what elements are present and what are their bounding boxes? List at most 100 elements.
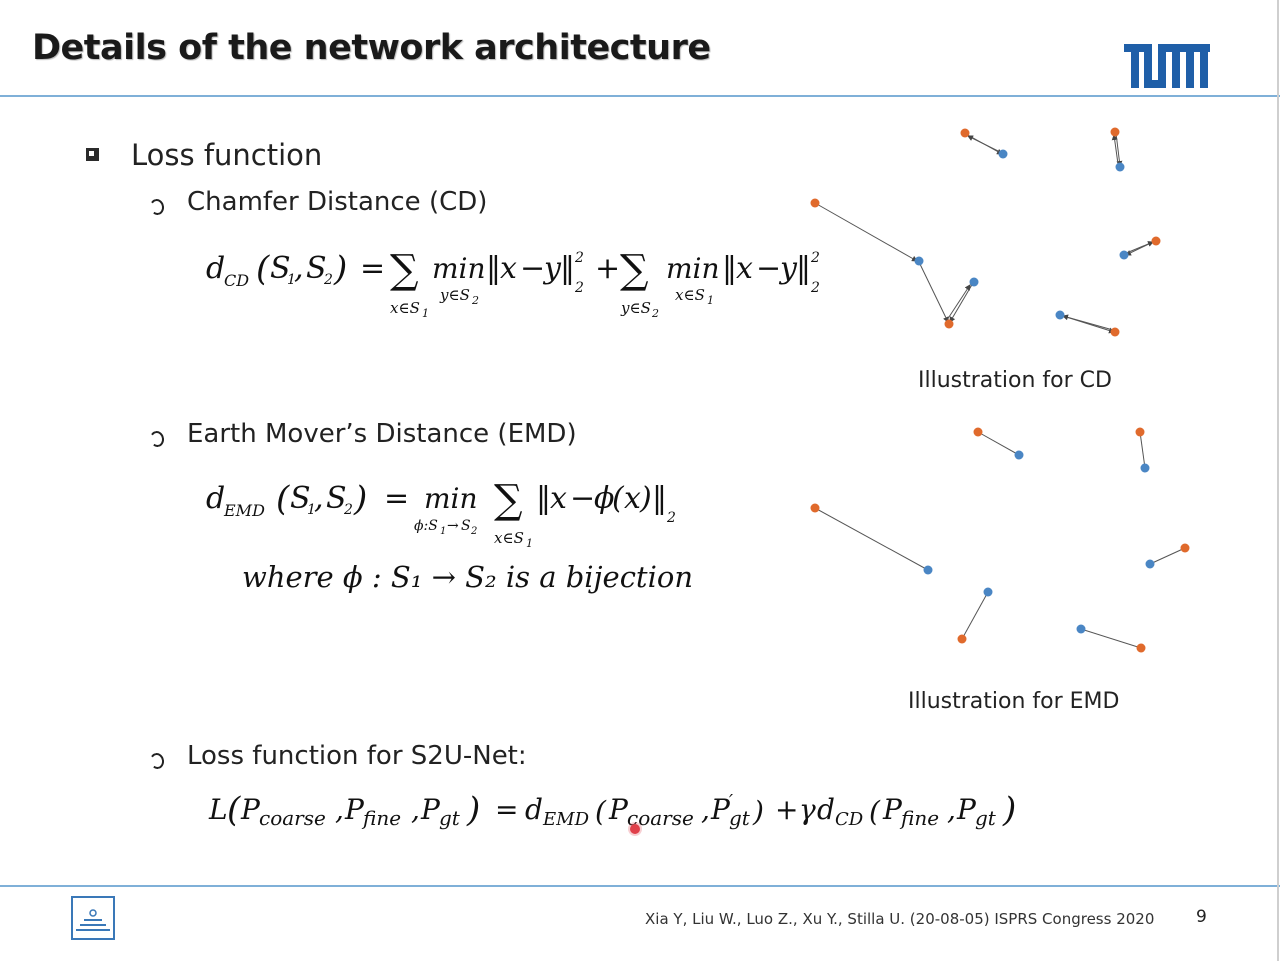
svg-text:gt: gt — [729, 806, 751, 830]
svg-text:,: , — [701, 793, 710, 826]
svg-text:1: 1 — [422, 307, 429, 320]
svg-text:‖: ‖ — [652, 481, 667, 516]
svg-text:y: y — [778, 251, 798, 286]
svg-text:gt: gt — [439, 806, 461, 830]
svg-text:): ) — [353, 479, 367, 519]
svg-text:‖: ‖ — [536, 481, 551, 516]
svg-text:1: 1 — [287, 272, 296, 288]
svg-text:+: + — [775, 793, 798, 826]
svg-text:+: + — [595, 251, 620, 286]
svg-text:‖: ‖ — [722, 251, 737, 286]
page-number: 9 — [1196, 907, 1207, 927]
svg-text:∑: ∑ — [390, 247, 419, 293]
tum-logo — [1124, 44, 1210, 88]
svg-text:d: d — [525, 793, 543, 826]
svg-text:P: P — [956, 793, 977, 826]
svg-text:d: d — [817, 793, 835, 826]
svg-text:1: 1 — [440, 526, 446, 537]
svg-text:gt: gt — [975, 806, 997, 830]
svg-text:‖: ‖ — [796, 251, 811, 286]
svg-text:x: x — [624, 481, 641, 516]
pointer-cursor-icon — [630, 824, 640, 834]
svg-text:min: min — [424, 482, 478, 515]
svg-text:=: = — [360, 251, 385, 286]
heading-loss-function: Loss function — [131, 138, 323, 172]
emd-formula: d EMD ( S 1 , S 2 ) = min ϕ:S 1 → S 2 ∑ … — [206, 477, 676, 550]
svg-text:2: 2 — [343, 502, 353, 518]
svg-text:min: min — [432, 252, 486, 285]
svg-text:1: 1 — [307, 502, 316, 518]
svg-text:ϕ: ϕ — [594, 481, 614, 516]
svg-text:(: ( — [869, 795, 881, 828]
svg-text:P: P — [882, 793, 903, 826]
s2u-loss-formula: L ( P coarse , P fine , P gt ) = d EMD (… — [208, 790, 1016, 830]
footer-citation: Xia Y, Liu W., Luo Z., Xu Y., Stilla U. … — [645, 910, 1155, 928]
svg-text:x: x — [500, 251, 517, 286]
slide-title: Details of the network architecture — [32, 28, 711, 68]
svg-text:y∈S: y∈S — [439, 286, 470, 304]
svg-text:fine: fine — [899, 806, 939, 830]
svg-text:S: S — [270, 251, 291, 286]
svg-text:=: = — [495, 793, 518, 826]
svg-text:,: , — [947, 793, 956, 826]
svg-text:EMD: EMD — [223, 501, 265, 520]
circle-bullet-icon — [148, 751, 166, 771]
svg-text:P: P — [344, 793, 365, 826]
svg-text:): ) — [752, 795, 764, 828]
emd-bijection-note: where ϕ : S₁ → S₂ is a bijection — [242, 560, 694, 594]
circle-bullet-icon — [148, 429, 166, 449]
svg-text:∑: ∑ — [620, 247, 649, 293]
svg-text:2: 2 — [666, 510, 676, 526]
svg-text:): ) — [466, 790, 480, 830]
svg-text:2: 2 — [470, 526, 477, 537]
svg-text:(: ( — [227, 790, 241, 830]
svg-text:=: = — [384, 481, 409, 516]
svg-text:P: P — [420, 793, 441, 826]
svg-text:2: 2 — [574, 280, 584, 296]
item-chamfer-distance: Chamfer Distance (CD) — [187, 187, 488, 217]
svg-text:x∈S: x∈S — [390, 299, 420, 317]
svg-text:,: , — [314, 481, 324, 516]
svg-text:(: ( — [612, 481, 625, 516]
svg-text:′: ′ — [729, 791, 733, 812]
svg-text:(: ( — [256, 249, 270, 289]
svg-text:y: y — [542, 251, 562, 286]
svg-text:2: 2 — [810, 280, 820, 296]
svg-text:x: x — [550, 481, 567, 516]
svg-text:ϕ:S: ϕ:S — [414, 518, 438, 534]
svg-text:,: , — [411, 793, 420, 826]
svg-text:→: → — [447, 518, 459, 534]
svg-text:γ: γ — [799, 793, 816, 826]
svg-text:CD: CD — [224, 271, 249, 290]
svg-text:S: S — [461, 518, 471, 534]
emd-caption: Illustration for EMD — [908, 689, 1120, 714]
svg-text:−: − — [756, 251, 781, 286]
svg-text:x: x — [736, 251, 753, 286]
svg-text:x∈S: x∈S — [494, 529, 524, 547]
svg-text:‖: ‖ — [560, 251, 575, 286]
right-border — [1277, 0, 1279, 961]
header-rule — [0, 95, 1280, 97]
svg-text:2: 2 — [651, 307, 659, 320]
svg-text:,: , — [294, 251, 304, 286]
svg-text:2: 2 — [323, 272, 333, 288]
svg-text:1: 1 — [526, 537, 533, 550]
svg-text:−: − — [570, 481, 595, 516]
conference-logo-icon — [71, 896, 115, 940]
svg-text:2: 2 — [574, 250, 584, 266]
svg-text:EMD: EMD — [542, 809, 590, 830]
circle-bullet-icon — [148, 197, 166, 217]
svg-text:S: S — [306, 251, 327, 286]
svg-text:fine: fine — [361, 806, 401, 830]
square-bullet-icon — [86, 148, 99, 161]
svg-text:P: P — [240, 793, 261, 826]
svg-text:2: 2 — [810, 250, 820, 266]
svg-text:CD: CD — [835, 809, 864, 830]
svg-text:(: ( — [276, 479, 290, 519]
svg-text:S: S — [290, 481, 311, 516]
svg-text:∑: ∑ — [494, 477, 523, 523]
svg-text:): ) — [333, 249, 347, 289]
cd-formula: d CD ( S 1 , S 2 ) = ∑ x∈S 1 min y∈S 2 ‖… — [206, 247, 820, 320]
svg-text:(: ( — [595, 795, 607, 828]
cd-caption: Illustration for CD — [918, 368, 1112, 393]
